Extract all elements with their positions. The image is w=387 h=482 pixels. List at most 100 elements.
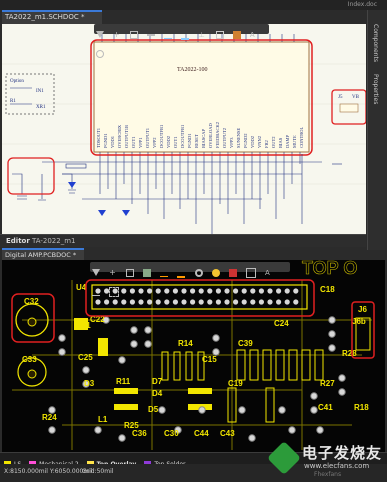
shape-icon[interactable]: [96, 49, 104, 58]
editor-bar: Editor TA-2022_m1: [0, 234, 366, 247]
pcb-pad: [118, 356, 126, 364]
pcb-tab[interactable]: Digital AMP.PCBDOC *: [2, 248, 84, 261]
editor-label: Editor: [6, 237, 30, 245]
header-pad: [241, 288, 247, 294]
pcb-pad: [174, 426, 182, 434]
header-pad: [198, 288, 204, 294]
filter-icon[interactable]: [92, 269, 100, 276]
ic-pin-name: FEEDBACK2: [215, 122, 220, 148]
pcb-ref-label: C21: [76, 321, 91, 330]
ic-pin-name: OUTPUT2: [222, 128, 227, 148]
power-icon[interactable]: ⊥: [198, 30, 205, 39]
header-pad: [293, 299, 299, 305]
header-pad: [267, 299, 273, 305]
bulb-icon[interactable]: [211, 268, 220, 277]
panel-properties-tab[interactable]: Properties: [372, 74, 379, 105]
vb-label: VB: [352, 95, 360, 100]
pcb-pad: [338, 388, 346, 396]
ic-pin-name: CONTROL: [299, 126, 304, 148]
header-pad: [155, 288, 161, 294]
header-pad: [147, 299, 153, 305]
pcb-ref-label: R27: [320, 379, 335, 388]
pcb-ref-label: J6: [358, 305, 367, 314]
header-pad: [129, 288, 135, 294]
filter-icon[interactable]: [96, 31, 104, 38]
bus-icon[interactable]: [181, 30, 190, 40]
route-icon[interactable]: [160, 268, 169, 277]
header-pad: [121, 299, 127, 305]
polygon-icon[interactable]: [245, 267, 256, 278]
header-pad: [129, 299, 135, 305]
select-icon[interactable]: [130, 30, 139, 39]
add-icon[interactable]: +: [113, 29, 120, 39]
pcb-pad: [102, 316, 110, 324]
ic-pin-name: FB2: [264, 140, 269, 148]
pcb-pad: [198, 406, 206, 414]
header-pad: [250, 288, 256, 294]
chart-icon[interactable]: [143, 268, 152, 277]
pcb-pad: [58, 348, 66, 356]
header-pad: [207, 299, 213, 305]
pcb-pad: [58, 334, 66, 342]
ic-pin-name: TDSOUT1: [96, 128, 101, 148]
header-pad: [241, 299, 247, 305]
header-pad: [164, 288, 170, 294]
port-icon[interactable]: [232, 30, 241, 39]
pcb-ref-label: D5: [148, 405, 159, 414]
pcb-ref-label: R24: [42, 413, 57, 422]
pcb-pad: [48, 406, 56, 414]
pcb-ref-label: R14: [178, 339, 193, 348]
diff-pair-icon[interactable]: [177, 268, 186, 278]
pcb-toolbar: + A: [90, 262, 290, 297]
pcb-ref-label: C25: [78, 353, 93, 362]
pcb-ref-label: C39: [238, 339, 253, 348]
via-icon[interactable]: [194, 268, 203, 277]
ic-pin-name: PGND1: [103, 133, 108, 148]
line-icon[interactable]: [92, 287, 100, 296]
wire-icon[interactable]: [164, 30, 173, 39]
header-pad: [267, 288, 273, 294]
fill-icon[interactable]: [228, 268, 237, 277]
dimension-icon[interactable]: [109, 286, 120, 297]
part-icon[interactable]: [215, 30, 224, 39]
ic-pin-name: VDD1: [110, 136, 115, 148]
panel-components-tab[interactable]: Components: [372, 24, 379, 62]
schematic-tab[interactable]: TA2022_m1.SCHDOC *: [2, 10, 102, 24]
pcb-pad: [238, 406, 246, 414]
schematic-toolbar: + ⊥ A: [94, 24, 269, 58]
header-pad: [276, 288, 282, 294]
header-pad: [138, 288, 144, 294]
pcb-pad: [212, 348, 220, 356]
option-box: [5, 73, 55, 115]
pcb-ref-label: U4: [76, 283, 87, 292]
ic-pin-name: PGND2: [243, 133, 248, 148]
text-icon[interactable]: A: [249, 30, 255, 39]
watermark: 电子发烧友 www.elecfans.com Fhexfans: [267, 438, 384, 478]
pcb-pad: [82, 380, 90, 388]
pcb-ref-label: C43: [220, 429, 235, 438]
pcb-pad: [288, 426, 296, 434]
header-pad: [258, 299, 264, 305]
pcb-top-text: TOP O: [302, 260, 357, 278]
align-icon[interactable]: [147, 33, 156, 36]
header-pad: [112, 299, 118, 305]
schematic-tab-label: TA2022_m1.SCHDOC *: [5, 13, 85, 21]
header-pad: [181, 288, 187, 294]
j5-label: J5: [338, 95, 343, 100]
select-icon[interactable]: [126, 268, 135, 277]
pcb-ref-label: L1: [98, 415, 108, 424]
text-icon[interactable]: A: [264, 268, 270, 277]
pcb-ref-label: R25: [124, 421, 139, 430]
pcb-ref-label: D7: [152, 377, 163, 386]
pcb-pad: [328, 344, 336, 352]
ic-pin-name: OVERCRIX: [117, 124, 122, 148]
ic-pin-name: VPP1: [138, 137, 143, 148]
pcb-pad: [278, 406, 286, 414]
ic-pin-name: DCOUTFB1: [159, 125, 164, 148]
option-label: Option: [10, 79, 24, 84]
add-icon[interactable]: +: [109, 267, 116, 277]
